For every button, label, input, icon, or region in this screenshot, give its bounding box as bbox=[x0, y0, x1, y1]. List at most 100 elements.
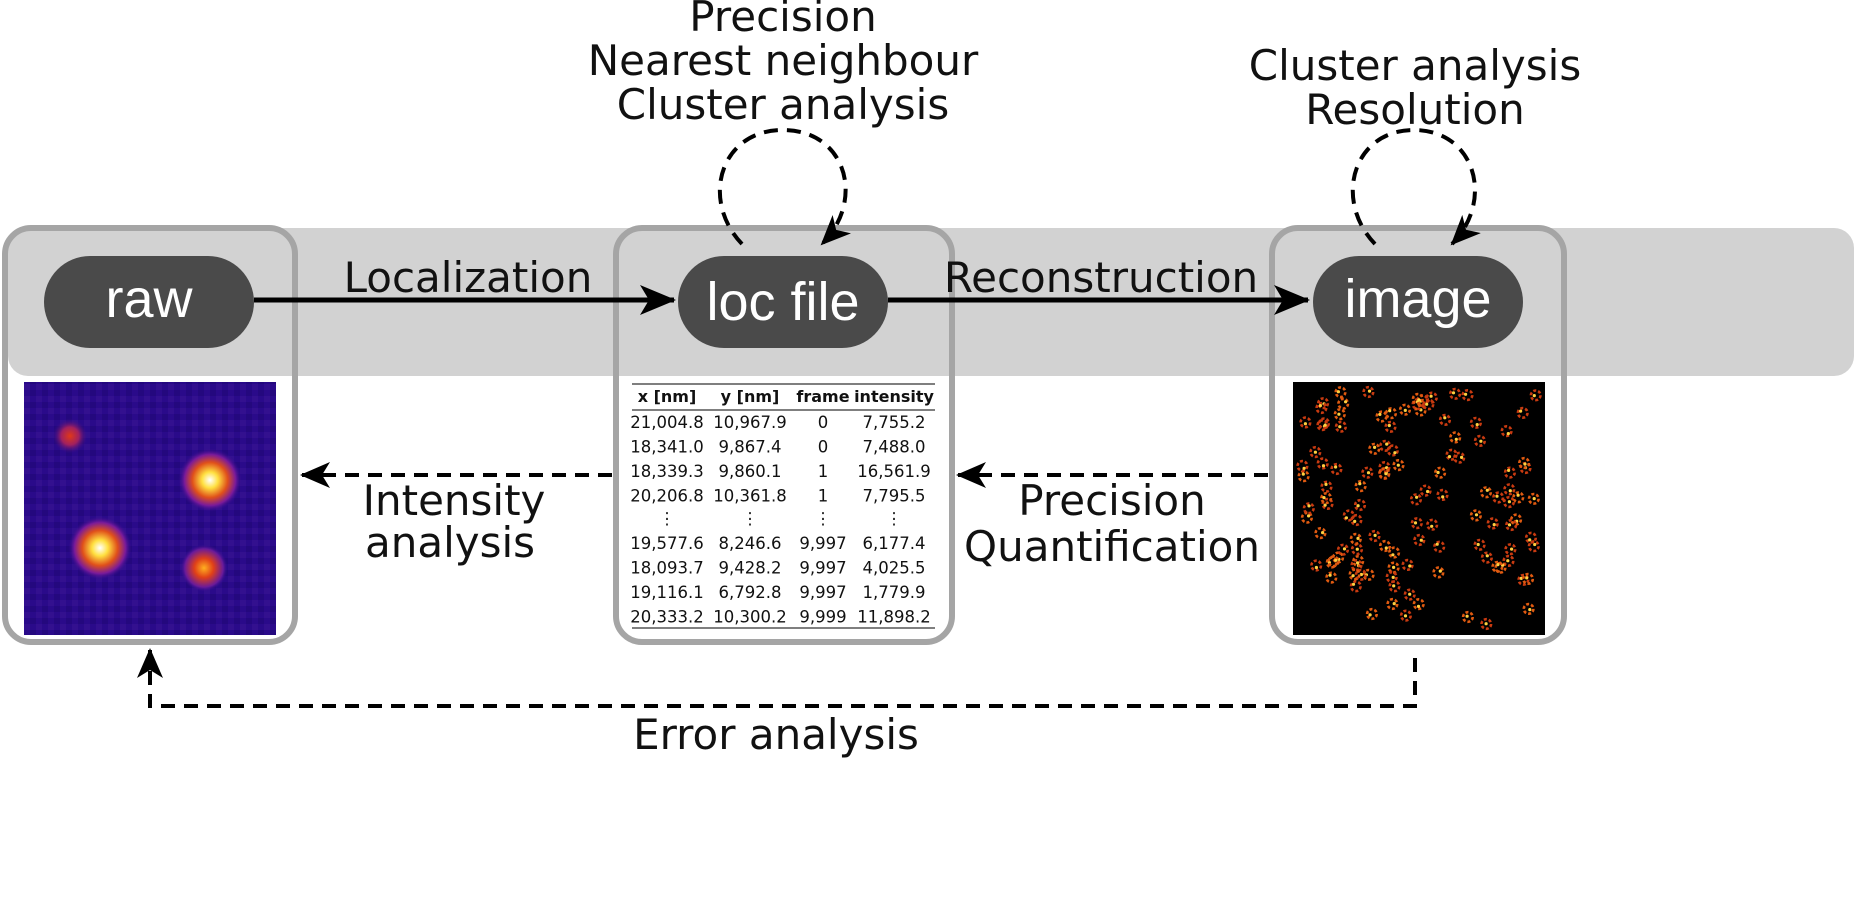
molecule-blob bbox=[1409, 493, 1423, 506]
loc-file-node-label: loc file bbox=[706, 272, 859, 332]
image-analysis-label: Cluster analysis bbox=[1249, 41, 1581, 90]
molecule-blob bbox=[1448, 387, 1462, 400]
molecule-blob bbox=[1419, 484, 1432, 497]
table-header-cell: frame bbox=[796, 387, 849, 406]
molecule-blob bbox=[1502, 554, 1515, 568]
molecule-blob bbox=[1315, 401, 1328, 415]
molecule-blob bbox=[1527, 492, 1540, 505]
molecule-blob bbox=[1379, 439, 1392, 453]
table-cell: 10,967.9 bbox=[713, 413, 786, 432]
molecule-blob bbox=[1398, 403, 1412, 416]
molecule-blob bbox=[1502, 496, 1515, 509]
molecule-blob bbox=[1302, 502, 1315, 515]
molecule-blob bbox=[1411, 392, 1424, 406]
molecule-blob bbox=[1387, 546, 1401, 559]
molecule-blob bbox=[1422, 398, 1435, 411]
molecule-blob bbox=[1325, 571, 1338, 584]
molecule-blob bbox=[1320, 492, 1333, 505]
molecule-blob bbox=[1461, 389, 1474, 402]
table-header-cell: x [nm] bbox=[638, 387, 697, 406]
molecule-blob bbox=[1384, 420, 1397, 433]
molecule-blob bbox=[1491, 560, 1504, 573]
molecule-blob bbox=[1436, 488, 1449, 502]
molecule-blob bbox=[1517, 456, 1531, 470]
molecule-blob bbox=[1368, 529, 1381, 543]
molecule-blob bbox=[1432, 566, 1445, 579]
molecule-blob bbox=[1479, 486, 1493, 499]
molecule-blob bbox=[1473, 434, 1486, 448]
table-cell: 10,361.8 bbox=[713, 487, 786, 506]
error-analysis-arrow bbox=[137, 648, 1417, 708]
table-cell: 9,997 bbox=[799, 534, 846, 553]
molecule-blob bbox=[1512, 491, 1525, 504]
table-ellipsis: ⋮ bbox=[742, 509, 759, 528]
table-cell: 20,333.2 bbox=[630, 608, 703, 627]
table-cell: 9,997 bbox=[799, 559, 846, 578]
molecule-blob bbox=[1300, 511, 1313, 524]
table-cell: 18,093.7 bbox=[630, 559, 703, 578]
molecule-blob bbox=[1433, 540, 1446, 553]
molecule-blob bbox=[1333, 408, 1346, 421]
loc-file-self-loop bbox=[717, 127, 851, 246]
table-cell: 1,779.9 bbox=[863, 583, 926, 602]
molecule-blob bbox=[1503, 466, 1516, 479]
molecule-blob bbox=[1453, 451, 1466, 464]
image-self-loop bbox=[1350, 127, 1481, 246]
molecule-blob bbox=[1320, 480, 1333, 493]
molecule-blob bbox=[1378, 461, 1391, 474]
table-cell: 18,339.3 bbox=[630, 462, 703, 481]
quantification-label: Quantification bbox=[964, 522, 1260, 571]
table-cell: 9,999 bbox=[799, 608, 846, 627]
molecule-blob bbox=[1334, 420, 1347, 433]
loc-panel bbox=[613, 225, 955, 645]
molecule-blob bbox=[1433, 466, 1447, 479]
molecule-blob bbox=[1309, 446, 1322, 459]
table-cell: 11,898.2 bbox=[857, 608, 930, 627]
molecule-blob bbox=[1524, 531, 1538, 544]
molecule-blob bbox=[1399, 609, 1412, 622]
localization-label: Localization bbox=[344, 253, 593, 302]
table-cell: 9,860.1 bbox=[719, 462, 782, 481]
table-cell: 10,300.2 bbox=[713, 608, 786, 627]
table-cell: 1 bbox=[818, 487, 829, 506]
molecule-blob bbox=[1386, 444, 1399, 457]
error-analysis-label: Error analysis bbox=[633, 710, 919, 759]
loc-file-node: loc file bbox=[678, 256, 888, 348]
table-ellipsis: ⋮ bbox=[815, 509, 832, 528]
molecule-blob bbox=[1492, 491, 1505, 504]
molecule-blob bbox=[1337, 397, 1350, 410]
intensity-label-line2: analysis bbox=[365, 518, 535, 567]
loc-analysis-label: Cluster analysis bbox=[617, 80, 949, 129]
molecule-blob bbox=[1426, 518, 1439, 531]
image-node: image bbox=[1313, 256, 1523, 348]
molecule-blob bbox=[1449, 431, 1462, 444]
molecule-blob bbox=[1378, 539, 1392, 553]
table-cell: 9,867.4 bbox=[719, 438, 782, 457]
molecule-blob bbox=[1480, 617, 1493, 631]
molecule-blob bbox=[1469, 509, 1482, 522]
molecule-blob bbox=[1486, 517, 1499, 530]
molecule-blob bbox=[1316, 457, 1329, 470]
table-cell: 6,792.8 bbox=[719, 583, 782, 602]
molecule-blob bbox=[1348, 568, 1361, 581]
table-cell: 18,341.0 bbox=[630, 438, 703, 457]
loc-analysis-label: Nearest neighbour bbox=[588, 36, 979, 85]
molecule-blob bbox=[1361, 466, 1374, 479]
table-cell: 4,025.5 bbox=[863, 559, 926, 578]
molecule-blob bbox=[1469, 416, 1482, 429]
raw-node-label: raw bbox=[105, 269, 193, 329]
molecule-blob bbox=[1353, 498, 1367, 512]
table-ellipsis: ⋮ bbox=[659, 509, 676, 528]
molecule-blob bbox=[1403, 588, 1416, 601]
table-cell: 19,577.6 bbox=[630, 534, 703, 553]
raw-panel bbox=[2, 225, 298, 645]
reconstructed-image bbox=[1293, 382, 1545, 635]
molecule-blob bbox=[1310, 559, 1323, 572]
loc-analysis-label: Precision bbox=[689, 0, 876, 41]
molecule-blob bbox=[1529, 389, 1542, 402]
table-cell: 20,206.8 bbox=[630, 487, 703, 506]
